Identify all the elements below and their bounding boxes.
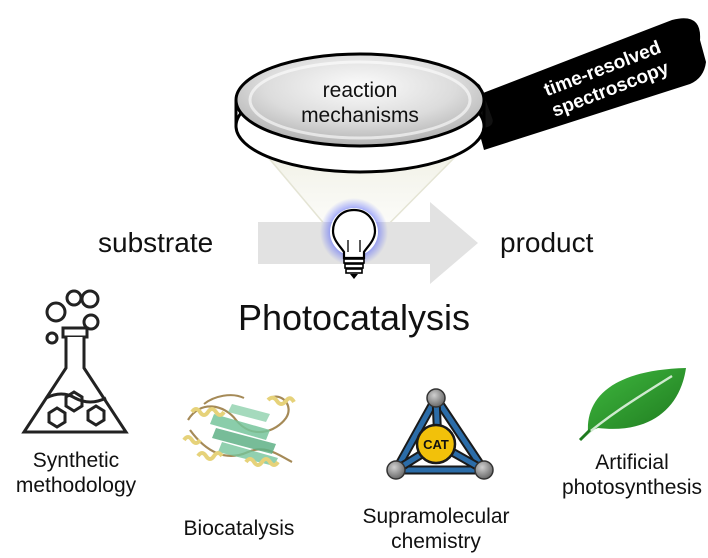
tetrahedron-icon: CAT (386, 388, 494, 480)
application-synthetic-line2: methodology (15, 474, 137, 498)
application-supramolecular-line2: chemistry (391, 530, 481, 554)
application-supramolecular: Supramolecular chemistry (346, 504, 526, 554)
application-supramolecular-line1: Supramolecular (362, 505, 510, 528)
application-artificial-line1: Artificial (595, 451, 669, 474)
cat-badge (415, 423, 457, 465)
flask-icon (21, 289, 129, 434)
lightbulb-icon (320, 198, 388, 279)
product-label: product (500, 227, 594, 258)
light-beam (262, 150, 462, 245)
diagram-title: Photocatalysis (237, 297, 471, 338)
application-biocatalysis: Biocatalysis (164, 516, 314, 541)
application-artificial: Artificial photosynthesis (558, 450, 706, 500)
substrate-label: substrate (98, 227, 214, 258)
lens-label-line2: mechanisms (301, 104, 419, 128)
magnifier-icon (234, 52, 486, 174)
application-biocatalysis-line1: Biocatalysis (183, 517, 295, 540)
application-synthetic-line1: Synthetic (32, 449, 120, 472)
application-synthetic: Synthetic methodology (0, 448, 152, 498)
protein-icon (182, 394, 296, 467)
lens-label-line1: reaction (322, 79, 398, 102)
cat-badge-label: CAT (423, 437, 449, 452)
leaf-icon (578, 368, 686, 442)
lens-label: reaction mechanisms (290, 78, 430, 128)
application-artificial-line2: photosynthesis (561, 476, 703, 500)
